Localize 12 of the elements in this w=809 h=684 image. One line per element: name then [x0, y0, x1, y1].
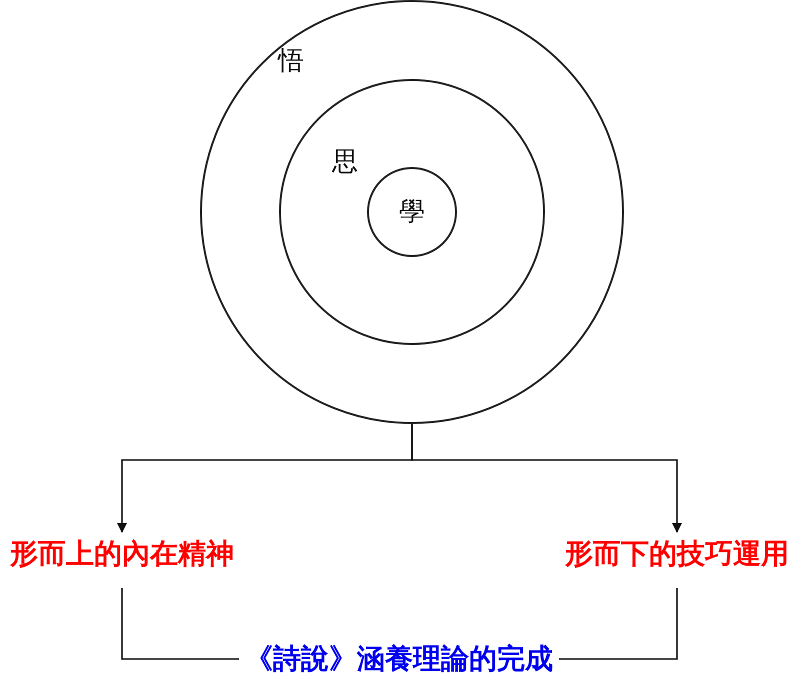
ring-label: 學 — [399, 199, 425, 225]
caption-text: 《詩說》涵養理論的完成 — [245, 645, 553, 673]
arrow — [411, 424, 682, 533]
concentric-ring — [200, 0, 624, 424]
caption-text: 形而下的技巧運用 — [565, 540, 789, 568]
connector-line — [559, 588, 678, 660]
concentric-ring — [279, 79, 545, 345]
connector-line — [121, 588, 239, 660]
concentric-ring — [367, 167, 457, 257]
ring-label: 思 — [332, 149, 358, 175]
caption-text: 形而上的內在精神 — [10, 540, 234, 568]
ring-label: 悟 — [278, 48, 304, 74]
